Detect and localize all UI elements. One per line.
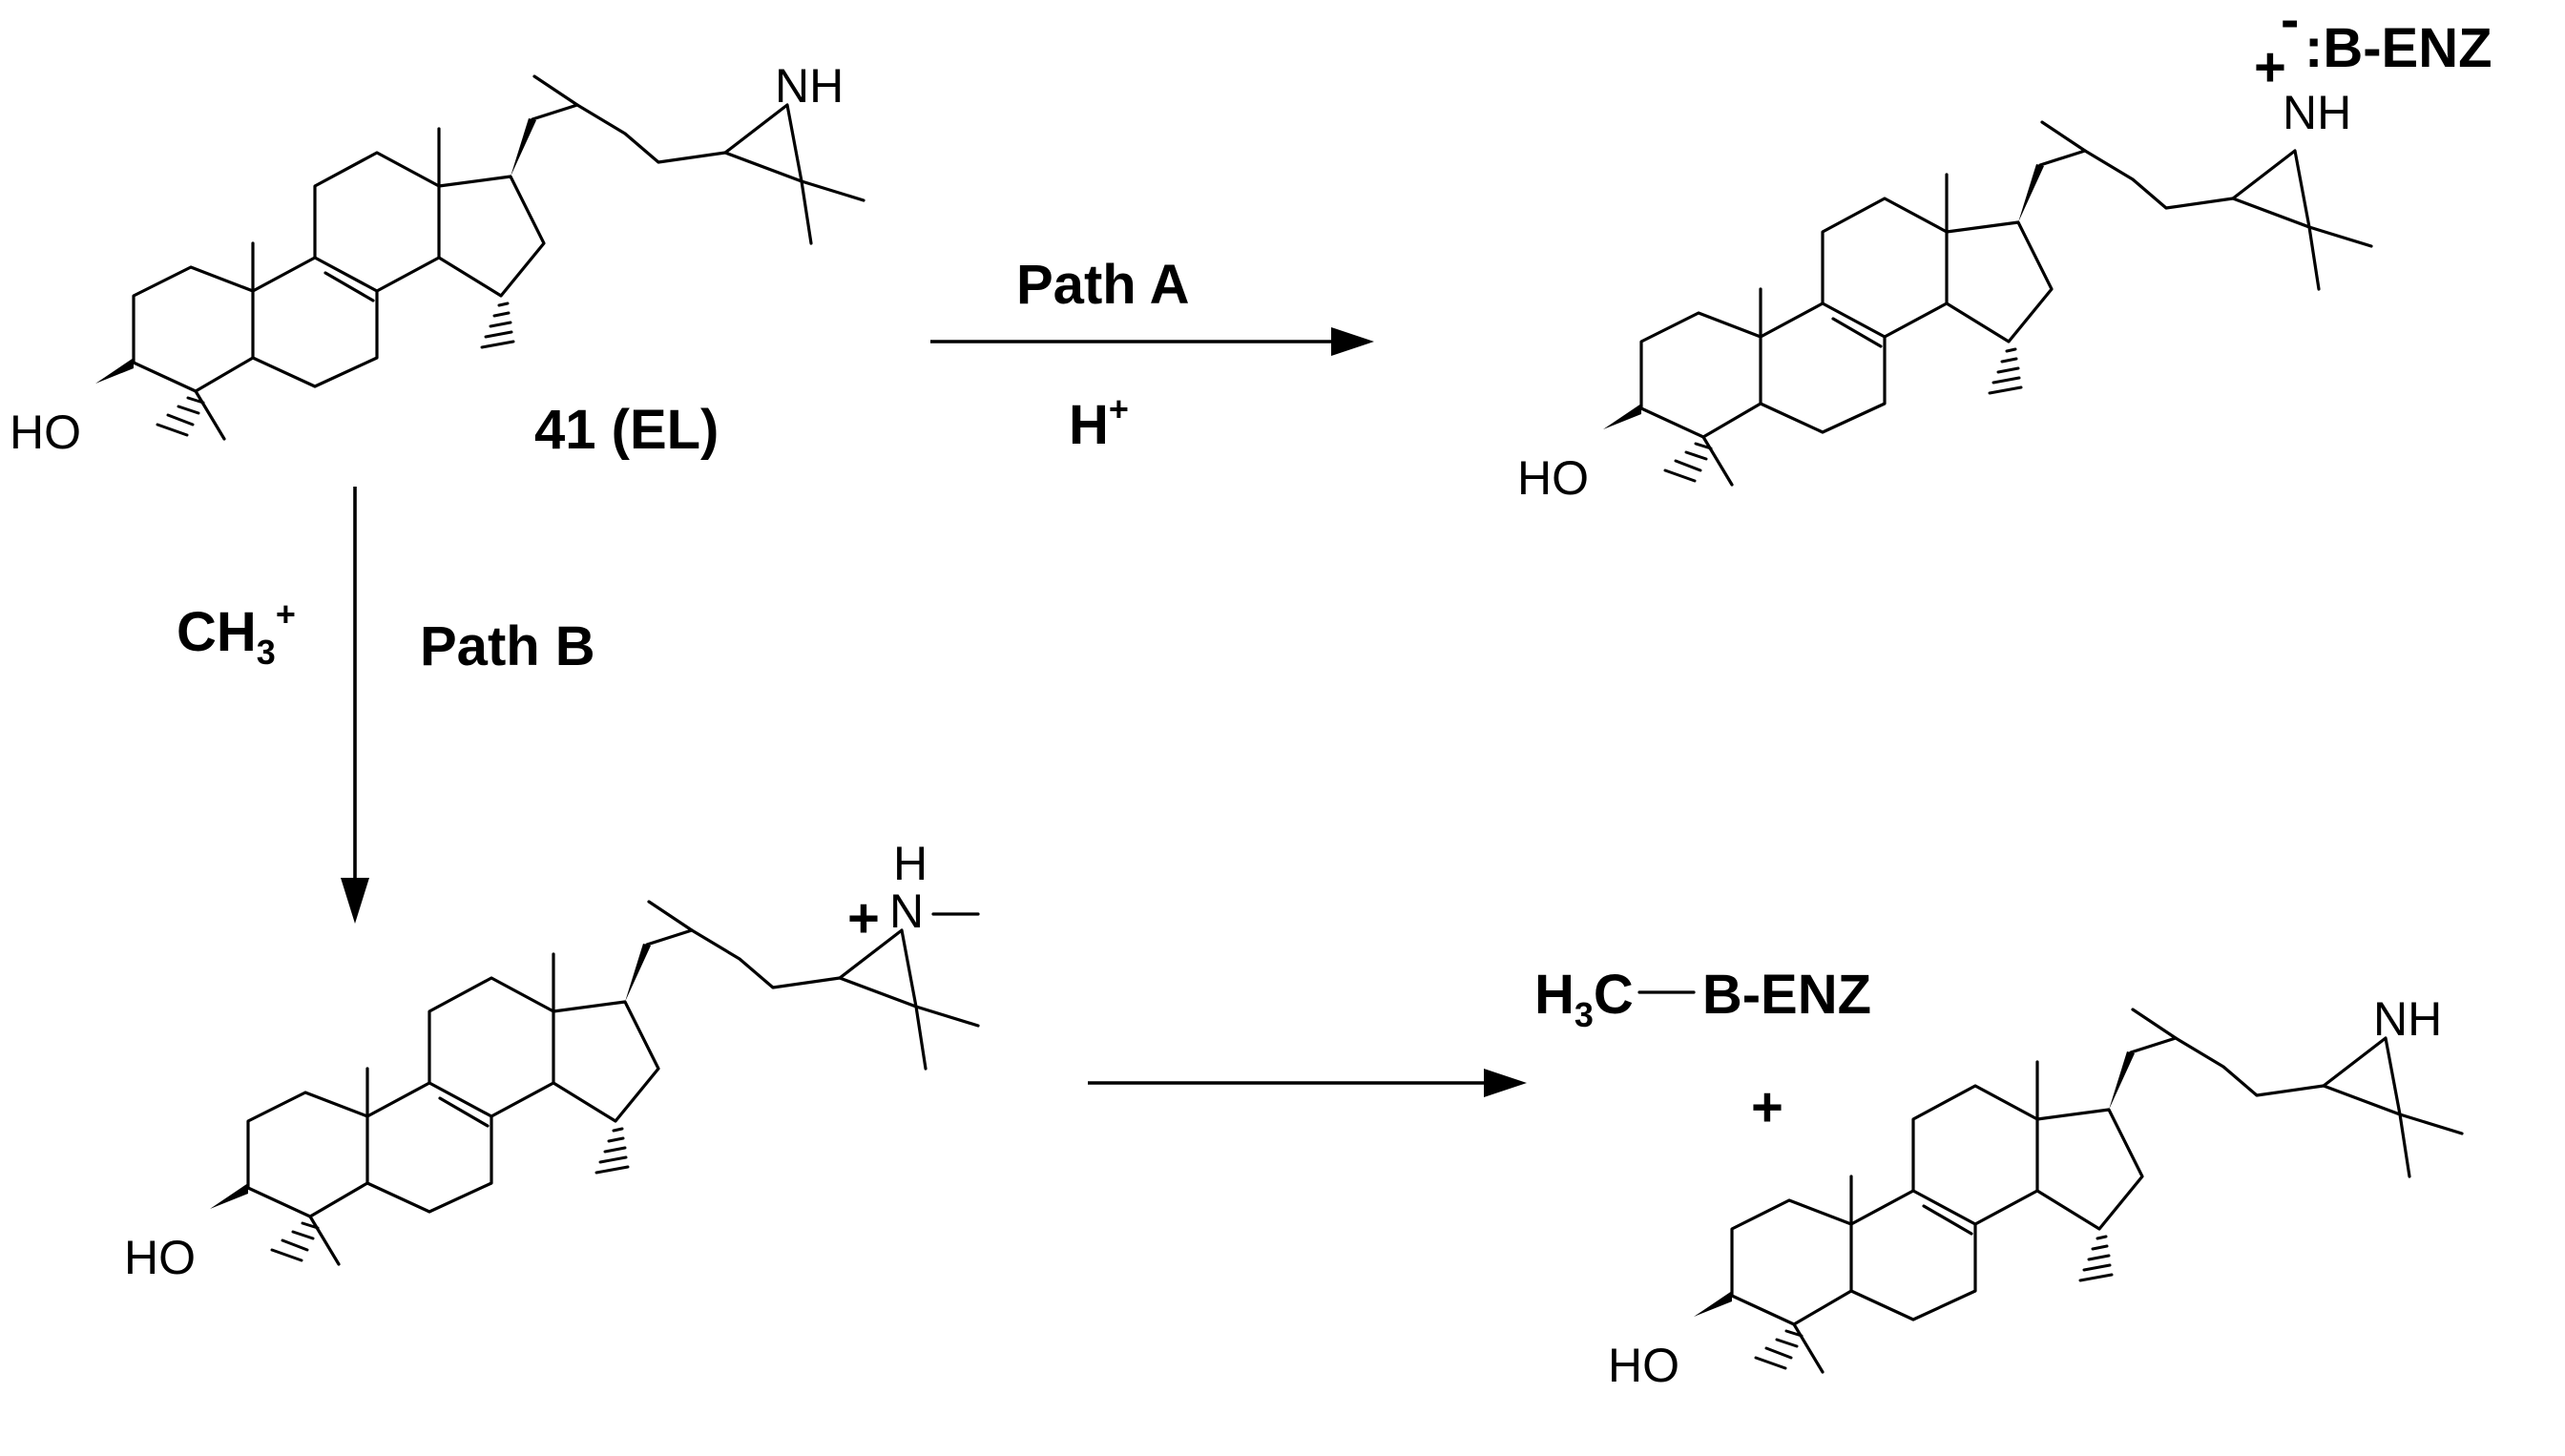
negative-charge: - bbox=[2281, 0, 2299, 51]
amine-label: NH bbox=[2373, 992, 2442, 1046]
amine-label: NH bbox=[2283, 86, 2351, 139]
path-b-reagent: CH3+ bbox=[177, 594, 296, 672]
molecule-41-el: HO NH 41 (EL) bbox=[10, 59, 865, 461]
hydrogen-label: H bbox=[893, 837, 928, 890]
path-a-arrow: Path A H+ bbox=[930, 254, 1374, 456]
plus-sign: + bbox=[1751, 1076, 1783, 1138]
positive-charge: + bbox=[847, 887, 880, 949]
bottom-arrow bbox=[1088, 1069, 1527, 1097]
path-a-reagent: H+ bbox=[1069, 389, 1129, 456]
molecule-methylated-intermediate: HO N H + bbox=[124, 837, 980, 1284]
hydroxyl-label: HO bbox=[10, 406, 81, 459]
hydroxyl-label: HO bbox=[124, 1231, 196, 1284]
path-b-label: Path B bbox=[420, 615, 595, 677]
path-a-label: Path A bbox=[1016, 254, 1190, 316]
positive-charge: + bbox=[2254, 36, 2286, 98]
nitrogen-label: N bbox=[889, 884, 924, 938]
enzyme-base-label: :B-ENZ bbox=[2304, 17, 2492, 79]
amine-label: NH bbox=[775, 59, 844, 113]
hydroxyl-label: HO bbox=[1608, 1339, 1679, 1392]
hydroxyl-label: HO bbox=[1517, 451, 1589, 505]
compound-label: 41 (EL) bbox=[534, 399, 719, 461]
path-b-arrow: CH3+ Path B bbox=[177, 487, 595, 924]
molecule-path-a-product: HO NH + - :B-ENZ bbox=[1517, 0, 2492, 505]
molecule-regenerated-product: HO NH bbox=[1608, 992, 2464, 1392]
